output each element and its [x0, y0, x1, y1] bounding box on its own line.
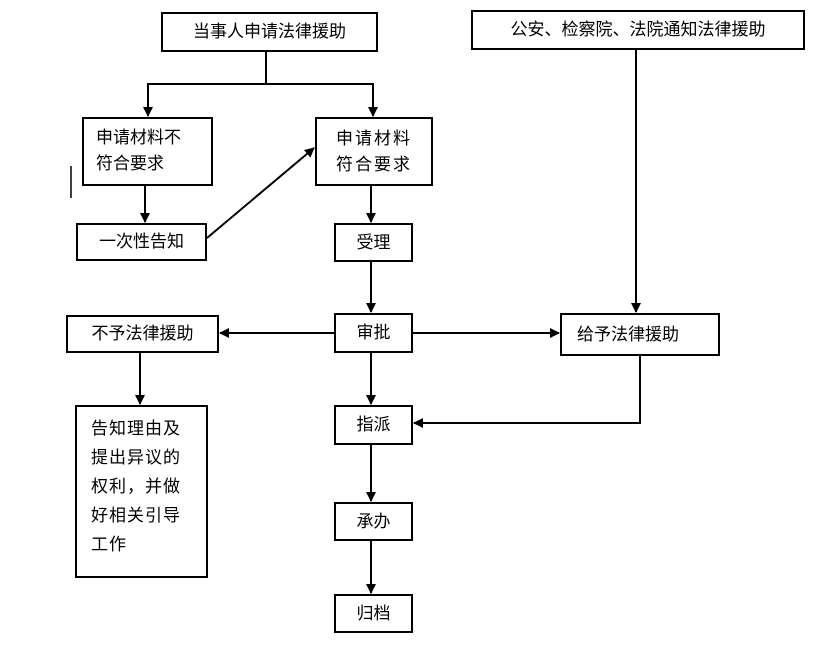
node-inform-reason-line-1: 告知理由及 — [91, 419, 181, 439]
node-materials-not-meet: 申请材料不 符合要求 — [82, 117, 213, 186]
node-handle: 承办 — [334, 502, 413, 541]
node-deny-aid: 不予法律援助 — [66, 315, 219, 353]
node-assign-label: 指派 — [356, 415, 391, 435]
node-archive: 归档 — [334, 594, 413, 633]
node-assign: 指派 — [334, 405, 413, 445]
node-handle-label: 承办 — [356, 511, 391, 532]
node-materials-meet-line-2: 符合要求 — [336, 154, 412, 175]
node-materials-meet: 申请材料 符合要求 — [315, 117, 433, 186]
node-archive-label: 归档 — [356, 603, 391, 624]
node-inform-reason-line-3: 权利，并做 — [91, 477, 181, 497]
edge-once-to-meet — [206, 147, 315, 239]
node-accept-label: 受理 — [356, 232, 391, 253]
node-materials-not-meet-line-2: 符合要求 — [96, 154, 164, 174]
node-review: 审批 — [334, 313, 413, 353]
node-inform-reason-line-2: 提出异议的 — [91, 448, 181, 468]
node-apply-label: 当事人申请法律援助 — [193, 22, 346, 42]
edge-apply-to-split — [143, 52, 267, 117]
node-review-label: 审批 — [356, 323, 391, 343]
node-inform-reason-line-4: 好相关引导 — [91, 506, 181, 526]
node-accept: 受理 — [334, 223, 413, 262]
node-court-notify-label: 公安、检察院、法院通知法律援助 — [510, 20, 766, 40]
node-grant-aid-label: 给予法律援助 — [577, 324, 679, 345]
node-inform-reason: 告知理由及 提出异议的 权利，并做 好相关引导 工作 — [75, 405, 208, 578]
node-once-notice: 一次性告知 — [76, 223, 207, 261]
node-once-notice-label: 一次性告知 — [99, 232, 184, 252]
node-materials-not-meet-line-1: 申请材料不 — [96, 128, 181, 148]
node-deny-aid-label: 不予法律援助 — [91, 324, 194, 344]
node-court-notify: 公安、检察院、法院通知法律援助 — [471, 10, 805, 50]
edge-grant-to-assign — [413, 356, 641, 428]
node-inform-reason-line-5: 工作 — [91, 535, 127, 555]
node-apply: 当事人申请法律援助 — [161, 12, 378, 52]
node-materials-meet-line-1: 申请材料 — [336, 128, 412, 149]
node-grant-aid: 给予法律援助 — [560, 313, 720, 356]
edge-apply-to-meet — [266, 83, 378, 117]
